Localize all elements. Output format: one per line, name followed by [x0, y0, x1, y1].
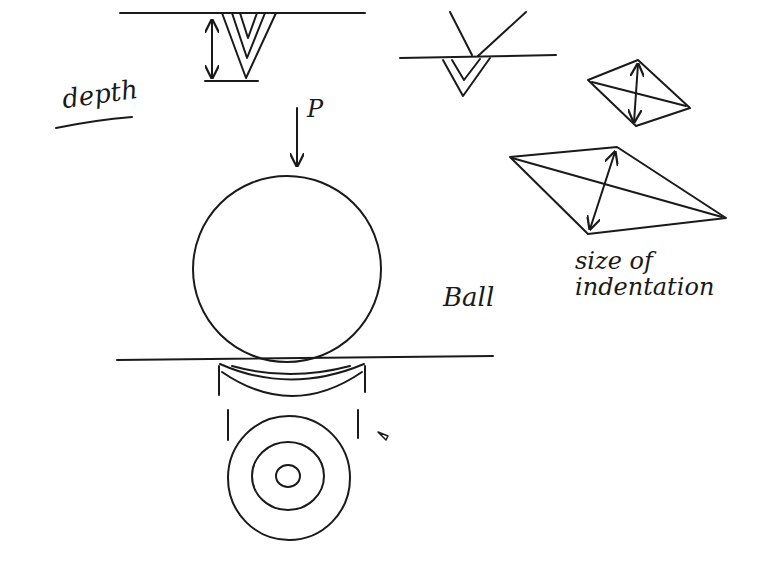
stress-contours [219, 364, 388, 540]
ball [193, 176, 381, 362]
label-text: depth [60, 75, 139, 114]
label-text: size of indentation [575, 248, 750, 301]
load-arrow [296, 108, 298, 166]
underline [56, 117, 132, 128]
label-text: Ball [443, 283, 494, 312]
surface [117, 356, 493, 360]
depth-indent [120, 13, 365, 81]
large-indentation [510, 147, 726, 234]
pyramid-indenter [400, 12, 556, 96]
label-text: P [307, 96, 323, 122]
small-indentation [588, 60, 690, 126]
